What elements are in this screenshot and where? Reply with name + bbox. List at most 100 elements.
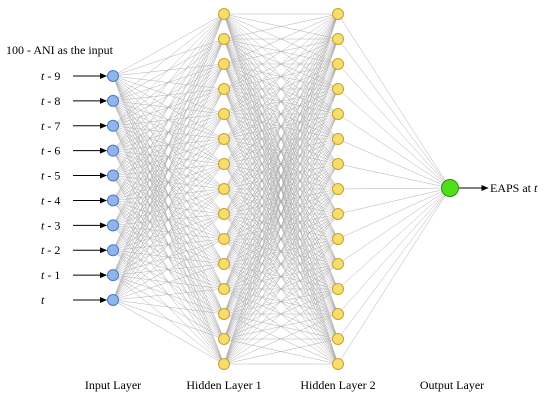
input-lag-label-8: t - 1 [41, 268, 60, 282]
edge-l1-9-0 [223, 13, 339, 240]
edge-l0-9-13 [112, 299, 225, 340]
input-lag-label-5: t - 4 [41, 193, 60, 207]
edge-l1-14-3 [223, 88, 339, 365]
edge-l0-5-0 [112, 13, 225, 201]
node-layer1-7 [218, 183, 230, 195]
node-layer1-2 [218, 58, 230, 70]
layer-label-2: Hidden Layer 2 [300, 378, 375, 392]
edge-l0-0-0 [112, 13, 225, 77]
edge-l1-14-7 [223, 188, 339, 365]
edge-l0-9-6 [112, 163, 225, 301]
node-layer2-4 [332, 108, 344, 120]
edge-l2-9-0 [337, 187, 451, 240]
edge-l0-9-0 [112, 13, 225, 301]
node-layer1-8 [218, 208, 230, 220]
edge-l1-14-6 [223, 163, 339, 365]
network-nodes [107, 8, 459, 370]
edge-l0-9-9 [112, 238, 225, 301]
edge-l0-1-0 [112, 13, 225, 102]
edge-l1-12-0 [223, 13, 339, 315]
edge-l2-6-0 [337, 163, 451, 189]
edge-l0-8-0 [112, 13, 225, 276]
edge-l1-14-4 [223, 113, 339, 365]
node-layer1-0 [218, 8, 230, 20]
edge-l0-9-12 [112, 299, 225, 315]
node-layer2-5 [332, 133, 344, 145]
node-layer0-5 [107, 194, 119, 207]
edge-l1-14-8 [223, 213, 339, 365]
layer-label-0: Input Layer [85, 378, 141, 392]
node-layer0-8 [107, 269, 119, 282]
node-layer1-1 [218, 33, 230, 45]
input-arrows [73, 73, 489, 303]
edge-l2-3-0 [337, 88, 451, 189]
input-lag-label-3: t - 6 [41, 144, 60, 158]
edge-l0-9-3 [112, 88, 225, 301]
node-layer0-9 [107, 294, 119, 306]
edge-l2-10-0 [337, 187, 451, 265]
edge-l1-3-0 [223, 13, 339, 90]
input-lag-label-2: t - 7 [41, 119, 60, 133]
edge-l1-13-0 [223, 13, 339, 340]
input-lag-label-1: t - 8 [41, 94, 60, 108]
edge-l2-5-0 [337, 138, 451, 189]
edge-l2-12-0 [337, 187, 451, 315]
node-layer3-0 [441, 179, 459, 197]
edge-l0-9-2 [112, 63, 225, 301]
edge-l1-14-0 [223, 13, 339, 365]
node-layer1-4 [218, 108, 230, 120]
node-layer0-3 [107, 144, 119, 157]
edge-l0-9-7 [112, 188, 225, 301]
node-layer0-4 [107, 169, 119, 182]
edge-l1-10-0 [223, 13, 339, 265]
edge-l1-14-2 [223, 63, 339, 365]
edge-l0-3-0 [112, 13, 225, 151]
node-layer2-7 [332, 183, 344, 195]
node-layer2-8 [332, 208, 344, 220]
edge-l0-6-0 [112, 13, 225, 226]
edge-l1-4-0 [223, 13, 339, 115]
edge-l1-7-0 [223, 13, 339, 190]
node-layer0-2 [107, 119, 119, 132]
node-layer0-6 [107, 219, 119, 232]
node-layer2-2 [332, 58, 344, 70]
node-layer1-9 [218, 233, 230, 245]
edge-l1-14-9 [223, 238, 339, 365]
input-lag-label-9: t [41, 293, 45, 307]
node-layer1-14 [218, 358, 230, 370]
layer-label-1: Hidden Layer 1 [186, 378, 261, 392]
edge-l0-9-4 [112, 113, 225, 301]
node-layer2-11 [332, 283, 344, 295]
edge-l0-9-1 [112, 38, 225, 301]
node-layer2-14 [332, 358, 344, 370]
node-layer1-5 [218, 133, 230, 145]
node-layer2-0 [332, 8, 344, 20]
node-layer2-10 [332, 258, 344, 270]
edge-l2-7-0 [337, 187, 451, 190]
edge-l0-9-10 [112, 263, 225, 301]
edge-l1-14-12 [223, 313, 339, 365]
node-layer1-3 [218, 83, 230, 95]
edge-l2-4-0 [337, 113, 451, 189]
edge-l2-8-0 [337, 187, 451, 215]
node-layer2-1 [332, 33, 344, 45]
edge-l1-1-0 [223, 13, 339, 40]
input-lag-label-4: t - 5 [41, 169, 60, 183]
edge-l2-11-0 [337, 187, 451, 290]
edge-l0-9-8 [112, 213, 225, 301]
layer-label-3: Output Layer [420, 378, 484, 392]
node-layer2-3 [332, 83, 344, 95]
edge-l0-9-14 [112, 299, 225, 365]
input-caption: 100 - ANI as the input [6, 43, 114, 57]
node-layer1-12 [218, 308, 230, 320]
input-lag-label-7: t - 2 [41, 243, 60, 257]
edge-l1-2-0 [223, 13, 339, 65]
edge-l2-1-0 [337, 38, 451, 189]
input-lag-label-0: t - 9 [41, 69, 60, 83]
edge-l2-13-0 [337, 187, 451, 340]
edge-l1-14-1 [223, 38, 339, 365]
connection-edges [112, 13, 451, 365]
diagram-labels: 100 - ANI as the input t - 9 t - 8 t - 7 t … [6, 43, 538, 392]
